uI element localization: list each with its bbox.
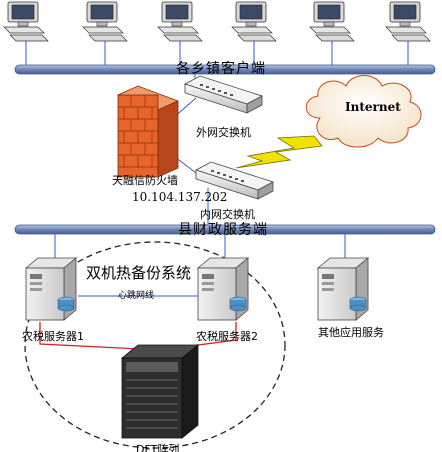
heartbeat-label: 心跳网线 bbox=[118, 291, 155, 301]
top-bus bbox=[14, 64, 436, 75]
ha-system-boundary bbox=[24, 241, 286, 449]
server-icon bbox=[197, 257, 249, 321]
computer-icon bbox=[309, 1, 355, 42]
network-links bbox=[39, 74, 346, 351]
inner-switch-label: 内网交换机 bbox=[200, 208, 255, 221]
server-icon bbox=[317, 257, 369, 321]
server-icon bbox=[25, 257, 77, 321]
switch-icon bbox=[194, 161, 275, 200]
firewall-icon bbox=[116, 85, 180, 178]
outer-switch-label: 外网交换机 bbox=[196, 126, 251, 139]
other-server-label: 其他应用服务 bbox=[318, 326, 384, 339]
bottom-bus-label: 县财政服务端 bbox=[178, 222, 268, 238]
computer-icon bbox=[82, 1, 128, 42]
internet-label: Internet bbox=[345, 100, 401, 114]
cloud-icon bbox=[305, 75, 422, 148]
computer-icon bbox=[231, 1, 277, 42]
pc-drop-lines bbox=[25, 40, 409, 65]
storage-label: DFT阵列 bbox=[136, 443, 180, 452]
computer-icon bbox=[3, 1, 49, 42]
storage-array-icon bbox=[120, 344, 200, 439]
firewall-label: 天融信防火墙 bbox=[112, 174, 178, 187]
server1-label: 农税服务器1 bbox=[22, 330, 84, 343]
server2-label: 农税服务器2 bbox=[196, 330, 258, 343]
ha-system-label: 双机热备份系统 bbox=[86, 264, 192, 282]
client-computers bbox=[3, 1, 431, 42]
top-bus-label: 各乡镇客户端 bbox=[176, 61, 266, 77]
firewall-ip: 10.104.137.202 bbox=[132, 190, 228, 204]
computer-icon bbox=[157, 1, 203, 42]
computer-icon bbox=[385, 1, 431, 42]
switch-icon bbox=[183, 75, 264, 114]
lightning-icon bbox=[235, 135, 323, 169]
bottom-bus bbox=[14, 224, 436, 235]
